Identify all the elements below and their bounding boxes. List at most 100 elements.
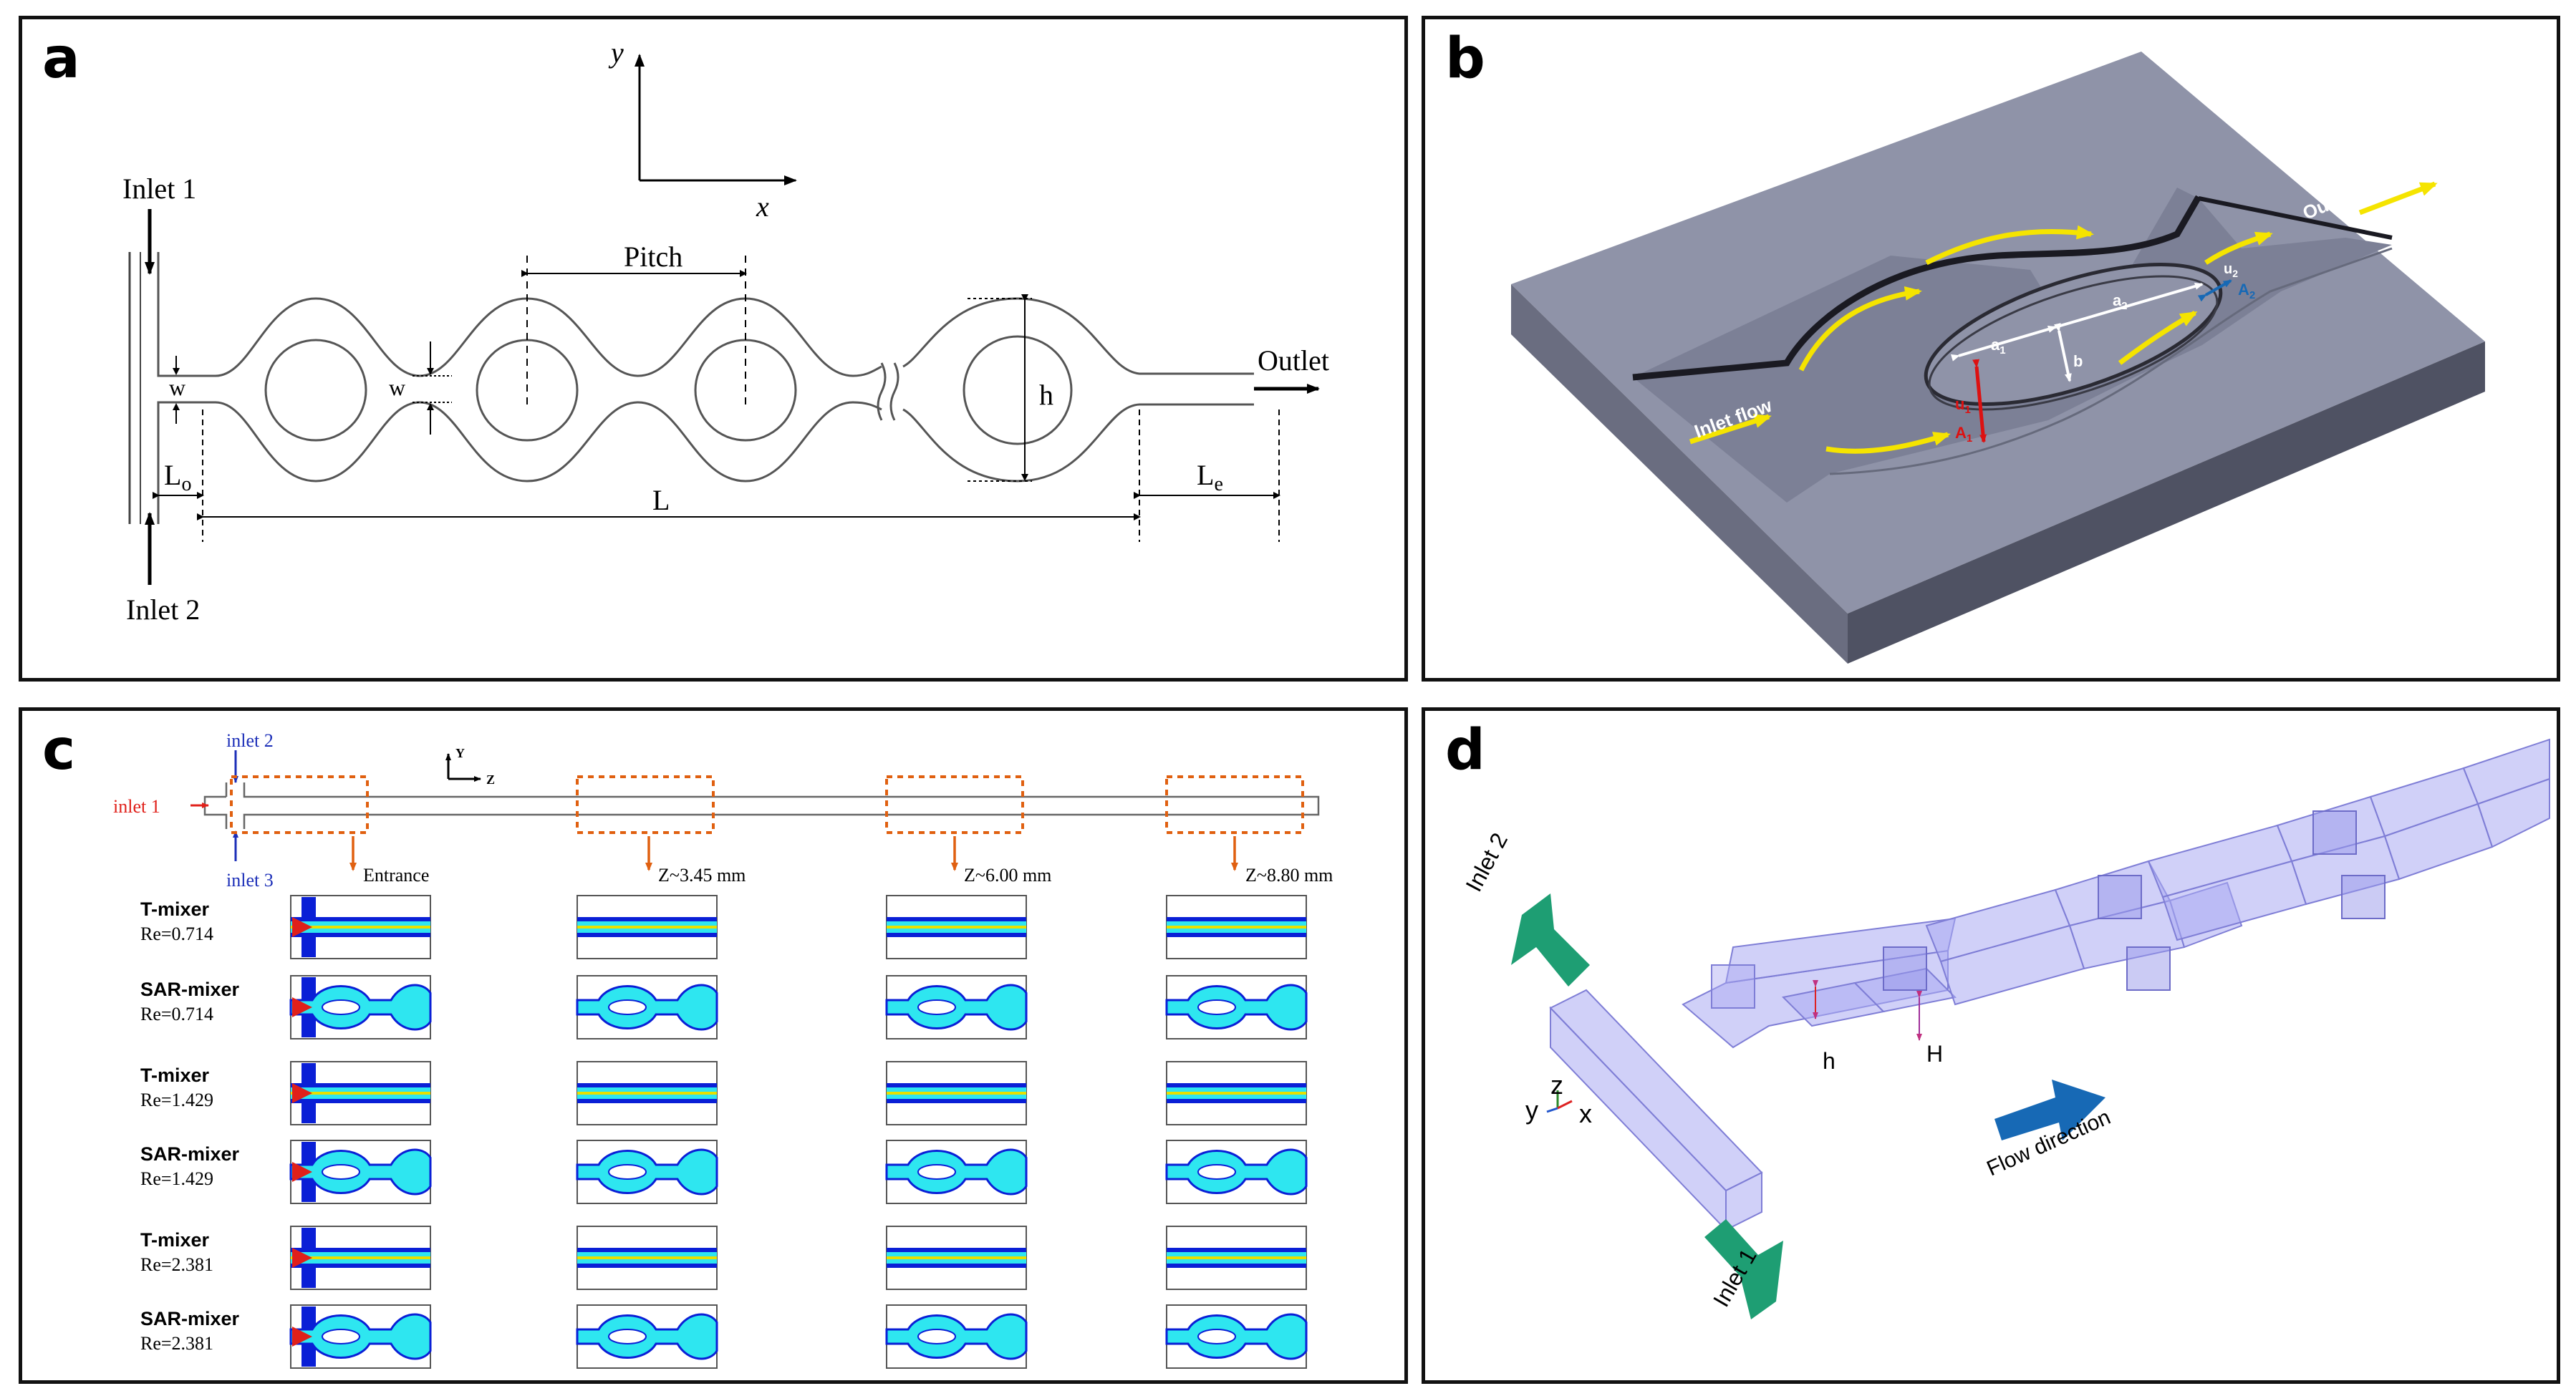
svg-text:a1: a1 (1991, 336, 2006, 357)
row-mixer-label: SAR-mixer (140, 979, 240, 1000)
u1-label: u (1955, 395, 1964, 413)
svg-text:a2: a2 (2113, 291, 2128, 312)
serpentine-channel (1549, 738, 2550, 1232)
panel-b-diagram: Inlet flow Outlet flow a1 a2 b u2 u1 A1 … (1511, 52, 2485, 664)
panel-c: inlet 1 inlet 2 inlet 3 Y Z Entrance Z~3… (19, 707, 1408, 1384)
svg-text:u1: u1 (1955, 395, 1971, 416)
col-label-3: Z~8.80 mm (1245, 865, 1333, 886)
panel-label-d: d (1445, 718, 1485, 782)
cfd-tile (577, 895, 718, 959)
cfd-tile (885, 1304, 1028, 1369)
w1-label: w (169, 374, 185, 400)
d-ax-x: x (1579, 1099, 1592, 1128)
panel-a: y x Inlet 1 Inlet 2 Outlet Pitch w w h L… (19, 16, 1408, 682)
inlet2-label: Inlet 2 (126, 593, 200, 626)
outlet-flow-label: Outlet flow (2300, 168, 2397, 223)
cfd-tile (290, 1061, 431, 1125)
axes-icon (635, 54, 797, 185)
cfd-grid: T-mixerRe=0.714SAR-mixerRe=0.714T-mixerR… (140, 895, 1308, 1369)
cfd-tile (886, 1226, 1027, 1290)
panel-label-b: b (1445, 26, 1485, 91)
row-re-label: Re=2.381 (140, 1333, 213, 1354)
cfd-tile (290, 1226, 431, 1290)
zoom-boxes (230, 775, 1304, 834)
row-re-label: Re=2.381 (140, 1254, 213, 1275)
c-inlet2-label: inlet 2 (226, 730, 274, 751)
cfd-tile (577, 1226, 718, 1290)
cfd-tile (1166, 895, 1307, 959)
svg-text:A1: A1 (1955, 424, 1972, 445)
flow-arrows (1689, 181, 2438, 454)
inlet1-arrow-icon (1704, 1219, 1783, 1319)
u2-sub: 2 (2232, 268, 2238, 279)
A1-label: A (1955, 424, 1967, 442)
row-mixer-label: T-mixer (140, 898, 210, 920)
channel-outline (203, 782, 1320, 829)
c-inlet3-label: inlet 3 (226, 870, 274, 891)
cfd-tile (1166, 1226, 1307, 1290)
row-re-label: Re=0.714 (140, 1004, 213, 1024)
cfd-tile (1165, 975, 1308, 1039)
svg-text:u2: u2 (2224, 261, 2238, 279)
cfd-tile (577, 1061, 718, 1125)
a1-sub: 1 (1999, 344, 2005, 357)
c-axis-z: Z (486, 772, 495, 787)
cfd-tile (1166, 1061, 1307, 1125)
A2-sub: 2 (2249, 289, 2255, 301)
row-mixer-label: T-mixer (140, 1065, 210, 1086)
cfd-tile (289, 1304, 432, 1369)
c-inlet1-label: inlet 1 (113, 796, 160, 817)
cfd-tile (1165, 1140, 1308, 1204)
panel-label-c: c (42, 718, 76, 782)
cfd-tile (886, 895, 1027, 959)
panel-d: Inlet 2 Inlet 1 h H Flow direction y z x… (1422, 707, 2560, 1384)
svg-text:A2: A2 (2238, 281, 2255, 301)
col-label-0: Entrance (363, 865, 429, 886)
col-label-1: Z~3.45 mm (658, 865, 746, 886)
cfd-tile (289, 1140, 432, 1204)
axis-x-label: x (756, 190, 769, 223)
outlet-label: Outlet (1258, 344, 1329, 377)
panel-a-diagram: y x Inlet 1 Inlet 2 Outlet Pitch w w h L… (122, 37, 1329, 626)
cfd-tile (885, 975, 1028, 1039)
channel-walls (157, 252, 1254, 524)
Lo-sub: o (181, 473, 191, 495)
a1-label: a (1991, 336, 2000, 354)
row-re-label: Re=0.714 (140, 924, 213, 944)
u2-label: u (2224, 261, 2232, 277)
cfd-tile (576, 1140, 718, 1204)
panel-label-a: a (42, 26, 80, 91)
d-ax-z: z (1550, 1070, 1563, 1100)
a2-sub: 2 (2121, 300, 2127, 312)
A1-sub: 1 (1967, 432, 1972, 445)
h-label: h (1039, 379, 1053, 411)
b-label: b (2073, 352, 2083, 370)
axis-y-label: y (608, 37, 624, 69)
cfd-tile (290, 895, 431, 959)
w2-label: w (389, 374, 405, 400)
d-H-label: H (1926, 1041, 1943, 1067)
cfd-tile (576, 1304, 718, 1369)
d-inlet2-label: Inlet 2 (1460, 828, 1513, 896)
d-ax-y: y (1525, 1095, 1538, 1125)
cfd-tile (289, 975, 432, 1039)
cfd-tile (886, 1061, 1027, 1125)
u1-sub: 1 (1964, 404, 1970, 416)
panel-c-diagram: inlet 1 inlet 2 inlet 3 Y Z Entrance Z~3… (113, 730, 1333, 1369)
obstacle-circles (264, 335, 1073, 445)
col-label-2: Z~6.00 mm (964, 865, 1051, 886)
flow-direction-arrow-icon (1994, 1080, 2105, 1140)
svg-text:Lo: Lo (164, 459, 191, 495)
inlet2-arrow-icon (1511, 893, 1590, 987)
svg-text:Le: Le (1197, 459, 1223, 495)
cfd-tile (576, 975, 718, 1039)
row-mixer-label: SAR-mixer (140, 1308, 240, 1329)
L-label: L (652, 484, 670, 516)
A2-label: A (2238, 281, 2249, 299)
Lo-label: L (164, 459, 181, 491)
chip-side-front (1848, 341, 2485, 664)
chip-side-left (1511, 284, 1848, 664)
c-axis-y: Y (455, 746, 465, 760)
row-mixer-label: T-mixer (140, 1229, 210, 1251)
cfd-tile (885, 1140, 1028, 1204)
